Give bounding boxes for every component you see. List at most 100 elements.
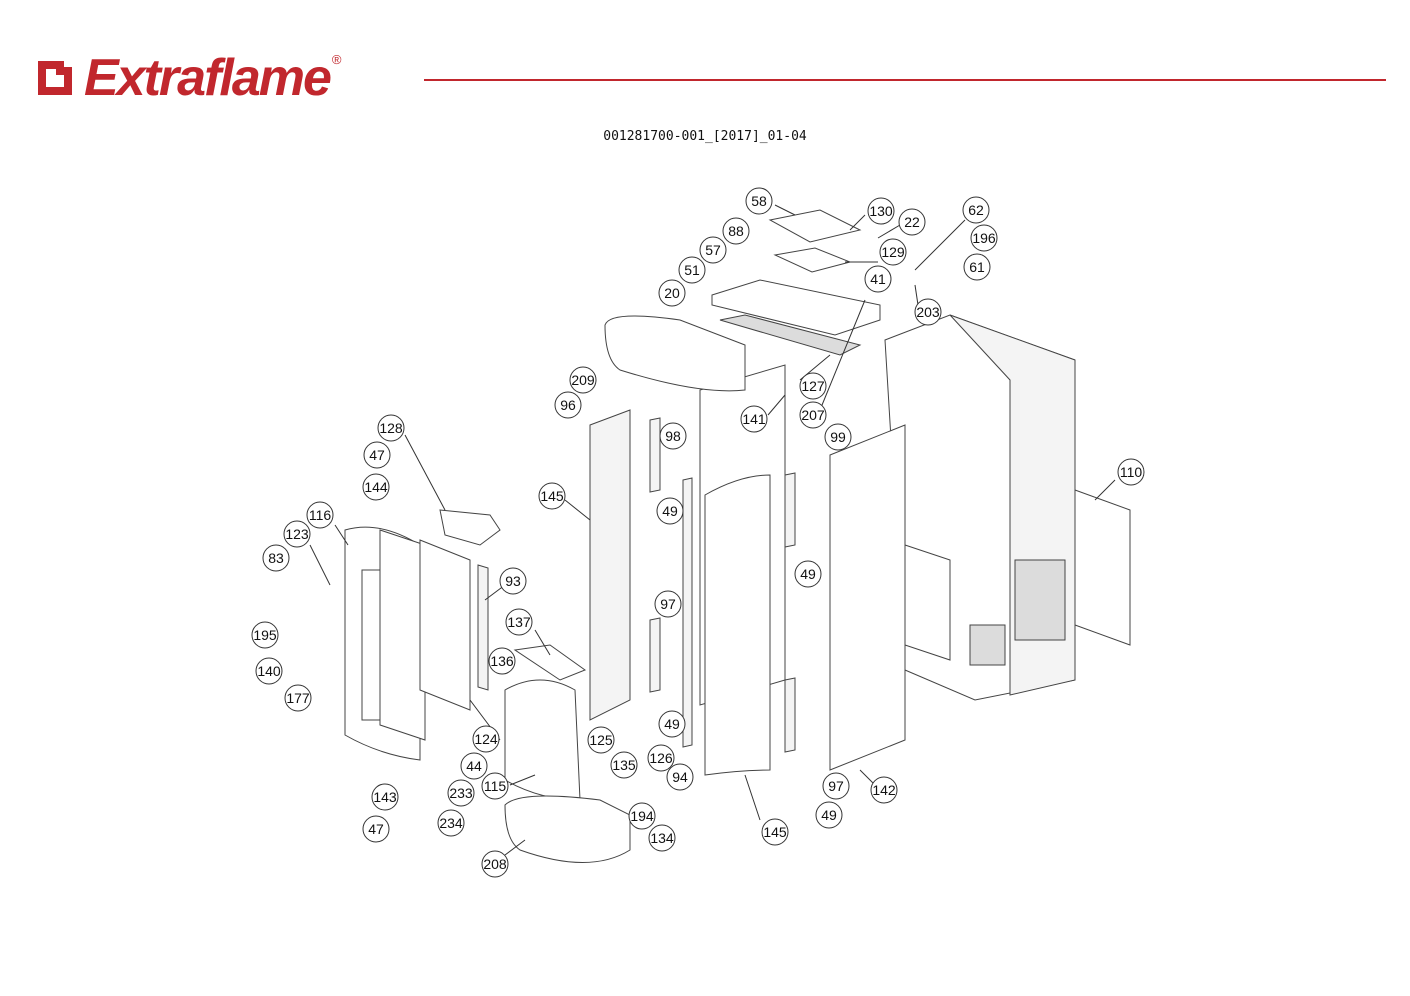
callout-number: 88 [728,223,744,239]
part-callout: 129 [879,238,907,266]
part-callout: 49 [658,710,686,738]
callout-circle [628,802,656,830]
part-callout: 49 [656,497,684,525]
part-callout: 135 [610,751,638,779]
callout-circle [610,751,638,779]
part-callout: 61 [963,253,991,281]
callout-number: 203 [916,304,940,320]
callout-number: 135 [612,757,636,773]
part-callout: 88 [722,217,750,245]
part-callout: 196 [970,224,998,252]
stove-parts [344,209,1131,863]
callout-number: 98 [665,428,681,444]
callout-circle [666,763,694,791]
callout-number: 128 [379,420,403,436]
callout-number: 194 [630,808,654,824]
part-callout: 94 [666,763,694,791]
part-callout: 209 [569,366,597,394]
registered-mark: ® [331,52,342,67]
callout-number: 41 [870,271,886,287]
callout-circle [505,608,533,636]
part-callout: 116 [306,501,334,529]
callout-number: 123 [285,526,309,542]
callout-number: 110 [1120,464,1143,480]
callout-number: 97 [828,778,844,794]
part-callout: 83 [262,544,290,572]
callout-circle [447,779,475,807]
callout-circle [815,801,843,829]
callout-circle [799,401,827,429]
part-callout: 20 [658,279,686,307]
header-rule [424,79,1386,81]
part-callout: 144 [362,473,390,501]
part-callout: 44 [460,752,488,780]
callout-number: 57 [705,242,721,258]
callout-circle [659,422,687,450]
callout-number: 22 [904,214,920,230]
callout-circle [678,256,706,284]
part-callout: 143 [371,783,399,811]
callout-circle [761,818,789,846]
part-callout: 58 [745,187,773,215]
callout-number: 145 [540,488,564,504]
callout-circle [822,772,850,800]
callout-circle [970,224,998,252]
callout-number: 141 [742,411,766,427]
part-callout: 96 [554,391,582,419]
callout-circle [658,710,686,738]
callout-number: 20 [664,285,680,301]
callout-circle [472,725,500,753]
part-callout: 97 [654,590,682,618]
callout-number: 142 [872,782,896,798]
part-callout: 203 [914,298,942,326]
callout-circle [1117,458,1145,486]
callout-circle [864,265,892,293]
part-callout: 125 [587,726,615,754]
callout-number: 51 [684,262,700,278]
callout-number: 195 [253,627,277,643]
callout-number: 61 [969,259,985,275]
callout-number: 126 [649,750,673,766]
callout-number: 47 [368,821,384,837]
part-callout: 99 [824,423,852,451]
part-callout: 98 [659,422,687,450]
callout-circle [648,824,676,852]
callout-number: 49 [664,716,680,732]
logo-wordmark: Extraflame [84,49,332,107]
callout-circle [499,567,527,595]
callout-number: 196 [972,230,996,246]
callout-circle [554,391,582,419]
callout-number: 62 [968,202,984,218]
callout-number: 94 [672,769,688,785]
callout-number: 134 [650,830,674,846]
part-callout: 124 [472,725,500,753]
callout-circle [867,197,895,225]
part-callout: 57 [699,236,727,264]
part-callout: 97 [822,772,850,800]
callout-circle [962,196,990,224]
callout-circle [481,850,509,878]
callout-circle [283,520,311,548]
callout-circle [377,414,405,442]
callout-circle [656,497,684,525]
callout-number: 130 [869,203,893,219]
callout-circle [306,501,334,529]
callout-circle [488,647,516,675]
callout-circle [745,187,773,215]
callout-circle [481,772,509,800]
callout-number: 116 [309,507,332,523]
callout-number: 136 [490,653,514,669]
callout-number: 209 [571,372,595,388]
callout-circle [722,217,750,245]
callout-circle [699,236,727,264]
callout-number: 99 [830,429,846,445]
callout-number: 129 [881,244,905,260]
callout-circle [879,238,907,266]
part-callout: 123 [283,520,311,548]
part-callout: 49 [815,801,843,829]
callout-number: 97 [660,596,676,612]
callout-circle [371,783,399,811]
part-callout: 49 [794,560,822,588]
part-callout: 110 [1117,458,1145,486]
callout-circle [284,684,312,712]
